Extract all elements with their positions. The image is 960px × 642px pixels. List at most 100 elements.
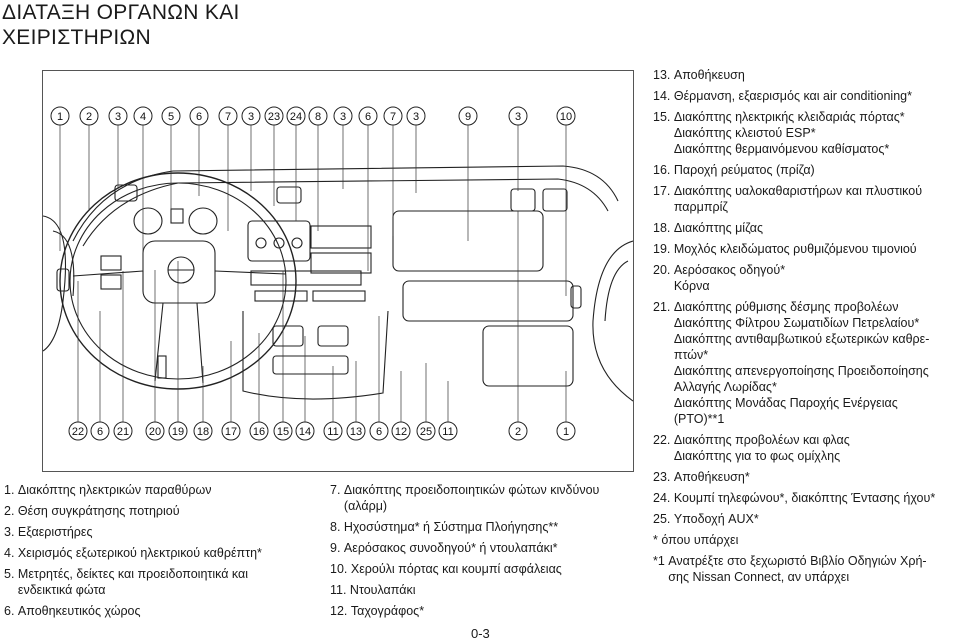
legend-item-line: ενδεικτικά φώτα: [17, 583, 106, 597]
callout-label: 3: [248, 111, 254, 123]
legend-item-text: Εξαεριστήρες: [18, 524, 324, 540]
legend-item-number: 10.: [330, 562, 351, 576]
callout-label: 11: [442, 426, 453, 438]
legend-item-line: Κόρνα: [673, 279, 710, 293]
legend-item: 14. Θέρμανση, εξαερισμός και air conditi…: [653, 88, 958, 104]
legend-item-text: Διακόπτης ηλεκτρικής κλειδαριάς πόρτας*Δ…: [674, 109, 958, 157]
legend-item-line: Διακόπτης προειδοποιητικών φώτων κινδύνο…: [343, 483, 600, 497]
legend-item: 12. Ταχογράφος*: [330, 603, 630, 619]
legend-item-text: Ηχοσύστημα* ή Σύστημα Πλοήγησης**: [344, 519, 630, 535]
legend-item-number: 20.: [653, 263, 674, 277]
legend-left: 1. Διακόπτης ηλεκτρικών παραθύρων 2. Θέση…: [4, 482, 324, 624]
legend-item: 1. Διακόπτης ηλεκτρικών παραθύρων: [4, 482, 324, 498]
legend-item-line: Διακόπτης προβολέων και φλας: [673, 433, 850, 447]
callout-label: 3: [340, 111, 346, 123]
legend-item-number: 19.: [653, 242, 674, 256]
legend-right: 13. Αποθήκευση 14. Θέρμανση, εξαερισμός κ…: [653, 67, 958, 590]
callout-label: 18: [197, 426, 209, 438]
legend-item-line: Διακόπτης ρύθμισης δέσμης προβολέων: [673, 300, 899, 314]
legend-item-line: Διακόπτης αντιθαμβωτικού εξωτερικών καθρ…: [673, 332, 930, 346]
legend-item-line: Αποθηκευτικός χώρος: [17, 604, 141, 618]
legend-item-line: Υποδοχή AUX*: [673, 512, 759, 526]
legend-item-line: (αλάρμ): [343, 499, 388, 513]
legend-item-number: 12.: [330, 604, 351, 618]
callout-label: 7: [390, 111, 396, 123]
legend-item: 15. Διακόπτης ηλεκτρικής κλειδαριάς πόρτ…: [653, 109, 958, 157]
callout-label: 25: [420, 426, 432, 438]
legend-item-number: 21.: [653, 300, 674, 314]
callout-label: 3: [115, 111, 121, 123]
legend-item-line: Διακόπτης μίζας: [673, 221, 764, 235]
callout-label: 16: [253, 426, 265, 438]
footnote: * όπου υπάρχει: [653, 532, 958, 548]
callout-label: 8: [315, 111, 321, 123]
legend-item-number: 4.: [4, 546, 18, 560]
legend-item-line: Αποθήκευση: [673, 68, 745, 82]
legend-item-text: Αποθήκευση*: [674, 469, 958, 485]
callout-label: 9: [465, 111, 471, 123]
callout-label: 10: [560, 111, 572, 123]
legend-item-number: 17.: [653, 184, 674, 198]
page-title-line-1: ΔΙΑΤΑΞΗ ΟΡΓΑΝΩΝ ΚΑΙ: [2, 1, 240, 24]
legend-item: 13. Αποθήκευση: [653, 67, 958, 83]
legend-item-number: 9.: [330, 541, 344, 555]
callout-label: 3: [413, 111, 419, 123]
page-number: 0-3: [471, 626, 490, 641]
legend-item: 18. Διακόπτης μίζας: [653, 220, 958, 236]
legend-item-text: Διακόπτης μίζας: [674, 220, 958, 236]
footnote-line: Ανατρέξτε στο ξεχωριστό Βιβλίο Οδηγιών Χ…: [668, 554, 927, 568]
footnote-line: όπου υπάρχει: [661, 533, 739, 547]
callout-label: 12: [395, 426, 407, 438]
legend-item-line: Αποθήκευση*: [673, 470, 750, 484]
callout-label: 2: [515, 426, 521, 438]
legend-item-number: 23.: [653, 470, 674, 484]
legend-item-text: Μοχλός κλειδώματος ρυθμιζόμενου τιμονιού: [674, 241, 958, 257]
legend-item-number: 8.: [330, 520, 344, 534]
legend-item-text: Μετρητές, δείκτες και προειδοποιητικά κα…: [18, 566, 324, 598]
legend-item-number: 14.: [653, 89, 674, 103]
legend-item-number: 22.: [653, 433, 674, 447]
callout-label: 21: [117, 426, 129, 438]
legend-item-line: (PTO)**1: [673, 412, 725, 426]
legend-item-line: Θέση συγκράτησης ποτηριού: [17, 504, 180, 518]
callout-label: 13: [350, 426, 362, 438]
legend-item-line: Μοχλός κλειδώματος ρυθμιζόμενου τιμονιού: [673, 242, 917, 256]
legend-item-line: Διακόπτης θερμαινόμενου καθίσματος*: [673, 142, 890, 156]
legend-item-line: Ταχογράφος*: [350, 604, 425, 618]
callout-label: 23: [268, 111, 280, 123]
footnote-mark: *: [653, 533, 662, 547]
legend-item-line: Ηχοσύστημα* ή Σύστημα Πλοήγησης**: [343, 520, 559, 534]
legend-item: 2. Θέση συγκράτησης ποτηριού: [4, 503, 324, 519]
legend-item-line: Διακόπτης Μονάδας Παροχής Ενέργειας: [673, 396, 898, 410]
legend-item: 20. Αερόσακος οδηγού*Κόρνα: [653, 262, 958, 294]
legend-item-text: Αερόσακος συνοδηγού* ή ντουλαπάκι*: [344, 540, 630, 556]
legend-item-number: 3.: [4, 525, 18, 539]
legend-item: 19. Μοχλός κλειδώματος ρυθμιζόμενου τιμο…: [653, 241, 958, 257]
legend-item-number: 25.: [653, 512, 674, 526]
legend-item-text: Αποθήκευση: [674, 67, 958, 83]
callout-label: 2: [86, 111, 92, 123]
legend-item-text: Αποθηκευτικός χώρος: [18, 603, 324, 619]
legend-item-text: Θέση συγκράτησης ποτηριού: [18, 503, 324, 519]
callout-label: 20: [149, 426, 161, 438]
legend-item-text: Αερόσακος οδηγού*Κόρνα: [674, 262, 958, 294]
callout-label: 14: [299, 426, 311, 438]
callout-label: 7: [225, 111, 231, 123]
callout-label: 6: [376, 426, 382, 438]
legend-item: 25. Υποδοχή AUX*: [653, 511, 958, 527]
legend-item: 9. Αερόσακος συνοδηγού* ή ντουλαπάκι*: [330, 540, 630, 556]
legend-item-text: Ντουλαπάκι: [350, 582, 630, 598]
legend-item-line: Ντουλαπάκι: [349, 583, 416, 597]
legend-item-number: 1.: [4, 483, 18, 497]
legend-item-line: παρμπρίζ: [673, 200, 728, 214]
legend-item-line: Διακόπτης ηλεκτρικών παραθύρων: [17, 483, 212, 497]
legend-item-number: 7.: [330, 483, 344, 497]
dashboard-outline: [43, 165, 633, 402]
legend-item-number: 16.: [653, 163, 674, 177]
legend-item-line: Διακόπτης απενεργοποίησης Προειδοποίησης: [673, 364, 929, 378]
